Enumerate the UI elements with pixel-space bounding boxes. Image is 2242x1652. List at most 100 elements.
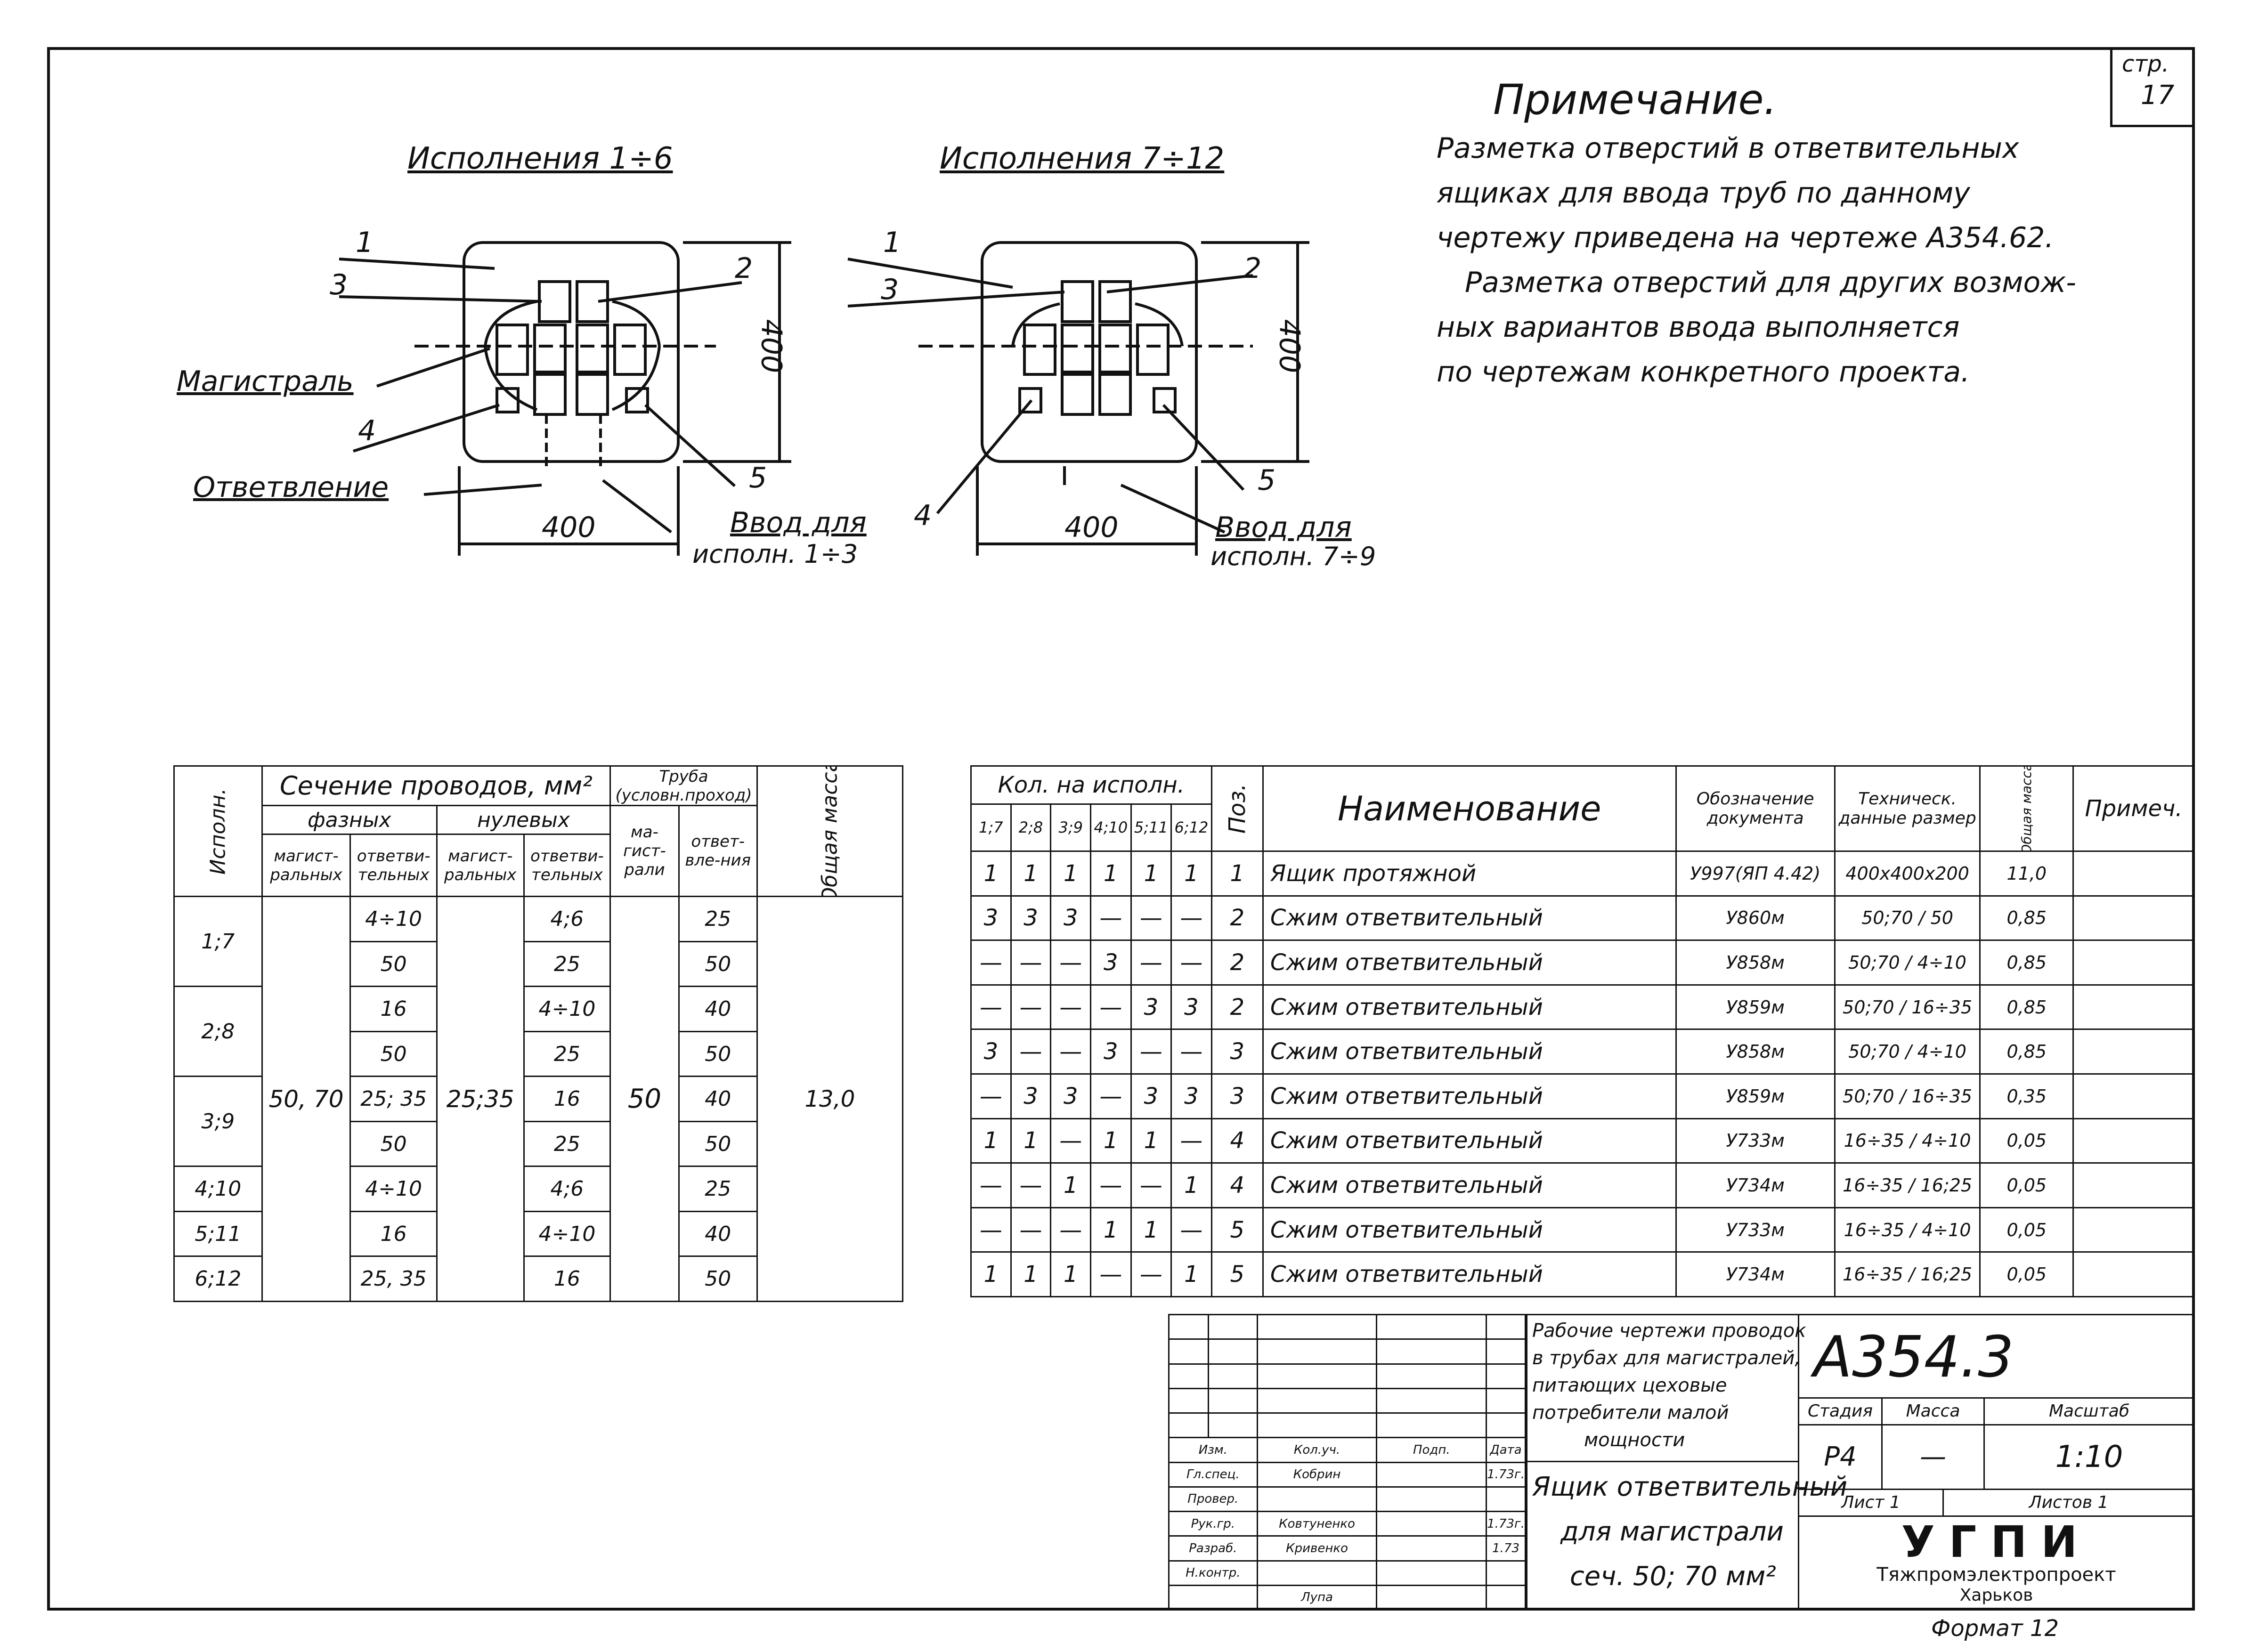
note-cell bbox=[2072, 1073, 2195, 1119]
cell-phase-branch: 16 bbox=[349, 986, 438, 1032]
qty-cell: — bbox=[1050, 984, 1092, 1030]
stage-value: Р4 bbox=[1824, 1441, 1857, 1472]
qty-cell: 1 bbox=[970, 1251, 1012, 1297]
cell-zero-branch: 4;6 bbox=[523, 1166, 611, 1212]
mass-cell: 11,0 bbox=[1979, 850, 2074, 897]
note-cell bbox=[2072, 1028, 2195, 1075]
header-zero-branch: ответви-тельных bbox=[523, 834, 611, 898]
staff-date: 1.73 bbox=[1486, 1535, 1526, 1562]
tech-cell: 16÷35 / 16;25 bbox=[1834, 1251, 1981, 1297]
drawing1-dim-width: 400 bbox=[542, 511, 596, 544]
qty-cell: — bbox=[1170, 939, 1212, 986]
cell-pipe-branch: 40 bbox=[678, 1076, 758, 1122]
pos-cell: 5 bbox=[1210, 1207, 1264, 1253]
cell-pipe-branch: 50 bbox=[678, 1120, 758, 1167]
organization-name: Тяжпромэлектропроект bbox=[1876, 1564, 2116, 1586]
qty-cell: — bbox=[970, 984, 1012, 1030]
qty-cell: 1 bbox=[1010, 1118, 1052, 1164]
name-cell: Сжим ответвительный bbox=[1262, 1028, 1677, 1075]
mass-label: Масса bbox=[1906, 1401, 1960, 1421]
cell-pipe-branch: 50 bbox=[678, 940, 758, 988]
cell-phase-branch: 25; 35 bbox=[349, 1076, 438, 1122]
qty-cell: — bbox=[1050, 1028, 1092, 1075]
qty-cell: — bbox=[1170, 1207, 1212, 1253]
qty-cell: 3 bbox=[970, 1028, 1012, 1075]
designation-cell: У997(ЯП 4.42) bbox=[1675, 850, 1836, 897]
staff-sign bbox=[1376, 1510, 1487, 1537]
tech-cell: 50;70 / 4÷10 bbox=[1834, 939, 1981, 986]
cell-zero-branch: 4÷10 bbox=[523, 1210, 611, 1257]
staff-row: Лупа bbox=[1168, 1584, 1526, 1611]
pos-cell: 4 bbox=[1210, 1162, 1264, 1208]
merged-zero-main: 25;35 bbox=[436, 896, 525, 1302]
cell-phase-branch: 50 bbox=[349, 1030, 438, 1077]
drawing1-label: 1 bbox=[356, 226, 374, 259]
cell-phase-branch: 25, 35 bbox=[349, 1255, 438, 1302]
row-ispoln: 4;10 bbox=[173, 1166, 263, 1212]
staff-sign bbox=[1376, 1584, 1487, 1611]
header-designation: Обозначение документа bbox=[1675, 765, 1836, 852]
qty-cell: 3 bbox=[1010, 895, 1052, 941]
tech-cell: 400х400х200 bbox=[1834, 850, 1981, 897]
project-desc-line: питающих цеховые bbox=[1532, 1375, 1727, 1396]
qty-cell: 1 bbox=[1170, 1162, 1212, 1208]
cell-phase-branch: 4÷10 bbox=[349, 896, 438, 942]
cell-zero-branch: 25 bbox=[523, 940, 611, 988]
code-box: А354.3 bbox=[1798, 1314, 2195, 1399]
qty-cell: — bbox=[970, 1207, 1012, 1253]
qty-cell: — bbox=[1010, 1207, 1052, 1253]
qty-cell: — bbox=[1090, 1162, 1132, 1208]
staff-sign bbox=[1376, 1486, 1487, 1513]
mass-label-cell: Масса bbox=[1881, 1397, 1985, 1425]
qty-cell: 3 bbox=[1170, 1073, 1212, 1119]
cell-zero-branch: 25 bbox=[523, 1120, 611, 1167]
merged-phase-main: 50, 70 bbox=[261, 896, 351, 1302]
qty-cell: — bbox=[1010, 984, 1052, 1030]
qty-cell: 1 bbox=[1050, 1162, 1092, 1208]
staff-role: Изм. bbox=[1168, 1437, 1258, 1463]
name-cell: Сжим ответвительный bbox=[1262, 1207, 1677, 1253]
cell-zero-branch: 4÷10 bbox=[523, 986, 611, 1032]
qty-cell: — bbox=[1050, 1207, 1092, 1253]
drawing1-title: Исполнения 1÷6 bbox=[407, 141, 673, 176]
qty-cell: 1 bbox=[1130, 850, 1172, 897]
organization-box: УГПИ Тяжпромэлектропроект Харьков bbox=[1798, 1515, 2195, 1611]
pos-cell: 3 bbox=[1210, 1028, 1264, 1075]
tech-cell: 16÷35 / 16;25 bbox=[1834, 1162, 1981, 1208]
designation-cell: У858м bbox=[1675, 939, 1836, 986]
qty-cell: — bbox=[1010, 1028, 1052, 1075]
qty-cell: 1 bbox=[1010, 1251, 1052, 1297]
cell-zero-branch: 16 bbox=[523, 1255, 611, 1302]
staff-role: Разраб. bbox=[1168, 1535, 1258, 1562]
staff-date bbox=[1486, 1486, 1526, 1513]
staff-date bbox=[1486, 1560, 1526, 1586]
sheet-number: 17 bbox=[2141, 80, 2175, 111]
row-ispoln: 2;8 bbox=[173, 986, 263, 1077]
project-desc-line: мощности bbox=[1584, 1429, 1685, 1451]
drawing1-label: 5 bbox=[749, 462, 767, 494]
tech-cell: 50;70 / 4÷10 bbox=[1834, 1028, 1981, 1075]
drawing2-dim-width: 400 bbox=[1064, 511, 1119, 544]
drawing1-input-label: Ввод для bbox=[730, 506, 867, 539]
merged-mass: 13,0 bbox=[756, 896, 904, 1302]
cell-phase-branch: 4÷10 bbox=[349, 1166, 438, 1212]
mass-cell: 0,85 bbox=[1979, 939, 2074, 986]
qty-cell: — bbox=[1130, 1162, 1172, 1208]
mass-cell: 0,85 bbox=[1979, 895, 2074, 941]
qty-cell: — bbox=[970, 1073, 1012, 1119]
qty-cell: — bbox=[1090, 895, 1132, 941]
header-pipe: Труба (условн.проход) bbox=[609, 765, 758, 807]
qty-cell: 3 bbox=[970, 895, 1012, 941]
qty-cell: 1 bbox=[1170, 850, 1212, 897]
header-tech: Техническ. данные размер bbox=[1834, 765, 1981, 852]
note-cell bbox=[2072, 850, 2195, 897]
mass-value: — bbox=[1920, 1441, 1946, 1472]
project-desc-line: в трубах для магистралей, bbox=[1532, 1347, 1801, 1369]
conductor-section-table: Исполн. Сечение проводов, мм² Труба (усл… bbox=[173, 765, 904, 1302]
